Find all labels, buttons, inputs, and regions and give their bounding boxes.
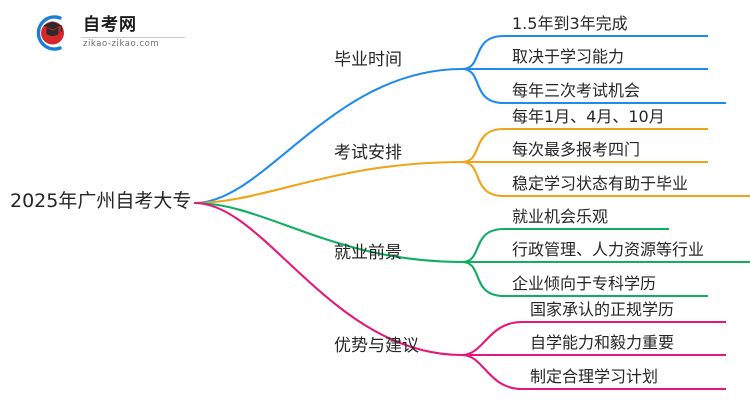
logo-name-cn: 自考网 — [83, 14, 137, 35]
branch-connector-1 — [193, 160, 464, 205]
mindmap-leaf-0-0[interactable]: 1.5年到3年完成 — [512, 14, 628, 33]
mindmap-leaf-1-1[interactable]: 每次最多报考四门 — [512, 140, 641, 159]
mindmap-leaf-1-0[interactable]: 每年1月、4月、10月 — [512, 107, 665, 126]
branch-connector-3 — [193, 201, 464, 357]
mindmap-leaf-3-2[interactable]: 制定合理学习计划 — [530, 367, 659, 386]
mindmap-leaf-2-1[interactable]: 行政管理、人力资源等行业 — [512, 240, 705, 259]
leaf-connector-2-2 — [460, 260, 506, 298]
mindmap-leaf-2-0[interactable]: 就业机会乐观 — [512, 207, 609, 226]
mindmap-root-node[interactable]: 2025年广州自考大专 — [10, 190, 192, 212]
site-logo: 自考网 zikao-zikao.com — [30, 12, 185, 54]
logo-text: 自考网 zikao-zikao.com — [81, 14, 185, 51]
mindmap-leaf-3-1[interactable]: 自学能力和毅力重要 — [530, 333, 675, 352]
book-graduation-logo-icon — [30, 12, 72, 54]
mindmap-branch-2[interactable]: 就业前景 — [334, 243, 402, 263]
leaf-connector-3-0 — [460, 320, 524, 357]
mindmap-branch-0[interactable]: 毕业时间 — [334, 50, 402, 70]
leaf-connector-3-2 — [460, 353, 524, 391]
leaf-connector-2-0 — [460, 227, 506, 264]
mindmap-branch-1[interactable]: 考试安排 — [334, 143, 402, 163]
logo-name-en: zikao-zikao.com — [83, 39, 160, 50]
logo-divider — [81, 37, 185, 39]
leaf-connector-1-0 — [460, 127, 506, 164]
mindmap-branch-3[interactable]: 优势与建议 — [334, 336, 419, 356]
mindmap-leaf-0-2[interactable]: 每年三次考试机会 — [512, 81, 641, 100]
branch-connector-2 — [193, 201, 464, 264]
mindmap-leaf-1-2[interactable]: 稳定学习状态有助于毕业 — [512, 174, 689, 193]
leaf-connector-0-2 — [460, 67, 506, 105]
leaf-connector-0-0 — [460, 34, 506, 71]
leaf-connector-1-2 — [460, 160, 506, 198]
mindmap-leaf-2-2[interactable]: 企业倾向于专科学历 — [512, 274, 657, 293]
mindmap-leaf-0-1[interactable]: 取决于学习能力 — [512, 47, 625, 66]
branch-connector-0 — [193, 67, 464, 205]
mindmap-leaf-3-0[interactable]: 国家承认的正规学历 — [530, 300, 675, 319]
